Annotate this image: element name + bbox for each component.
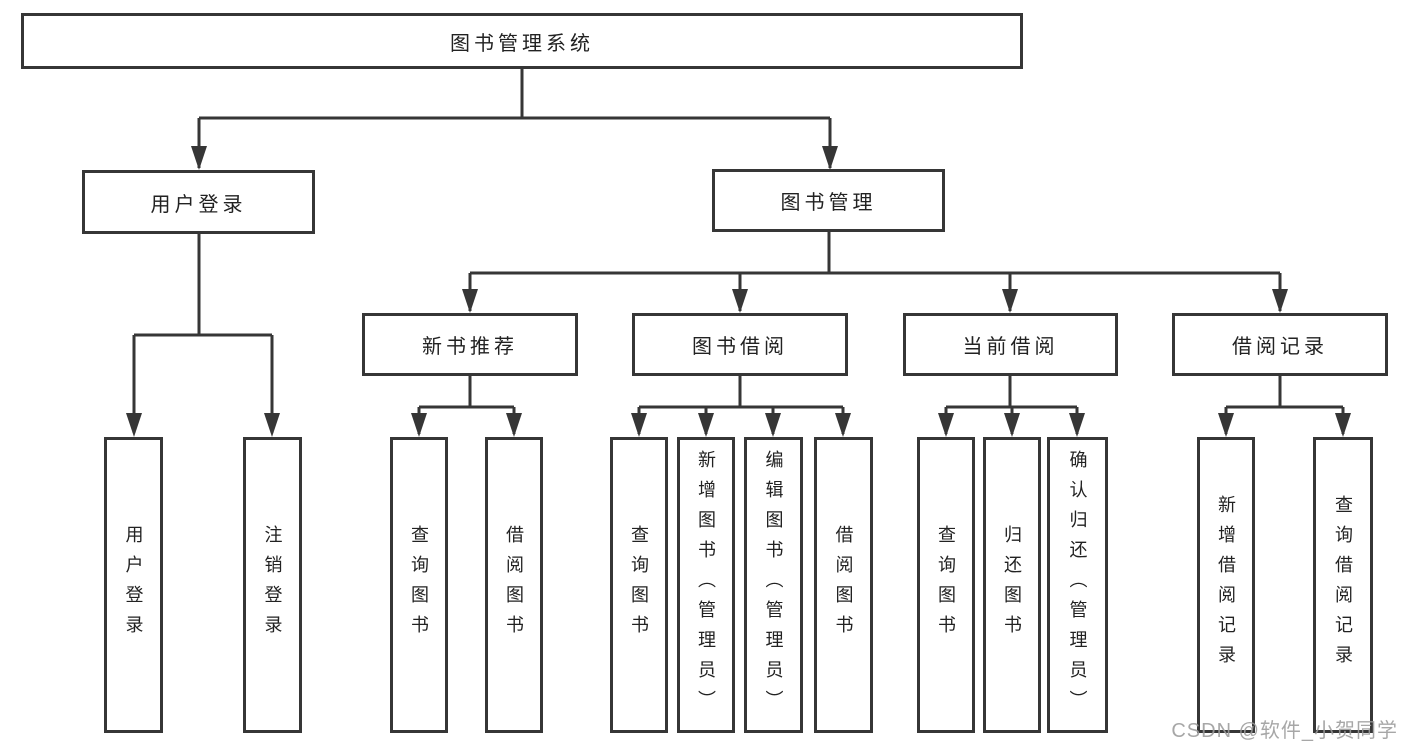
leaf-return-book-label: 归还图书 <box>1002 525 1022 645</box>
node-current-borrow-label: 当前借阅 <box>962 336 1059 358</box>
leaf-add-book-admin: 新增图书（管理员） <box>677 437 735 733</box>
node-borrow-records-label: 借阅记录 <box>1232 336 1328 358</box>
leaf-query-borrow-record: 查询借阅记录 <box>1313 437 1373 733</box>
leaf-query-book-current-label: 查询图书 <box>936 525 956 645</box>
leaf-query-book-recommend: 查询图书 <box>390 437 448 733</box>
leaf-query-book-current: 查询图书 <box>917 437 975 733</box>
arrowheads <box>126 146 1351 437</box>
leaf-confirm-return-admin: 确认归还（管理员） <box>1047 437 1108 733</box>
leaf-query-book-recommend-label: 查询图书 <box>409 525 429 645</box>
leaf-return-book: 归还图书 <box>983 437 1041 733</box>
leaf-add-book-admin-label: 新增图书（管理员） <box>696 450 716 720</box>
node-user-login: 用户登录 <box>82 170 315 234</box>
leaf-edit-book-admin-label: 编辑图书（管理员） <box>763 450 784 720</box>
leaf-add-borrow-record: 新增借阅记录 <box>1197 437 1255 733</box>
leaf-borrow-book-recommend: 借阅图书 <box>485 437 543 733</box>
node-book-management-label: 图书管理 <box>780 192 877 214</box>
leaf-logout: 注销登录 <box>243 437 302 733</box>
leaf-user-login-label: 用户登录 <box>123 525 144 645</box>
node-book-borrow-label: 图书借阅 <box>692 336 788 358</box>
node-book-borrow: 图书借阅 <box>632 313 848 376</box>
leaf-edit-book-admin: 编辑图书（管理员） <box>744 437 803 733</box>
leaf-logout-label: 注销登录 <box>262 525 283 645</box>
node-book-management: 图书管理 <box>712 169 945 232</box>
leaf-query-borrow-record-label: 查询借阅记录 <box>1333 495 1353 675</box>
leaf-query-book-borrow: 查询图书 <box>610 437 668 733</box>
leaf-confirm-return-admin-label: 确认归还（管理员） <box>1067 450 1088 720</box>
node-user-login-label: 用户登录 <box>150 193 247 216</box>
leaf-borrow-book-recommend-label: 借阅图书 <box>504 525 524 645</box>
node-root-label: 图书管理系统 <box>450 32 594 55</box>
leaf-borrow-book-label: 借阅图书 <box>833 525 854 645</box>
node-borrow-records: 借阅记录 <box>1172 313 1388 376</box>
leaf-borrow-book: 借阅图书 <box>814 437 873 733</box>
node-current-borrow: 当前借阅 <box>903 313 1118 376</box>
leaf-add-borrow-record-label: 新增借阅记录 <box>1216 495 1236 675</box>
node-new-book-recommend: 新书推荐 <box>362 313 578 376</box>
leaf-user-login: 用户登录 <box>104 437 163 733</box>
node-new-book-recommend-label: 新书推荐 <box>422 336 518 358</box>
csdn-watermark: CSDN @软件_小贺同学 <box>1171 720 1398 742</box>
leaf-query-book-borrow-label: 查询图书 <box>629 525 649 645</box>
node-root-system: 图书管理系统 <box>21 13 1023 69</box>
